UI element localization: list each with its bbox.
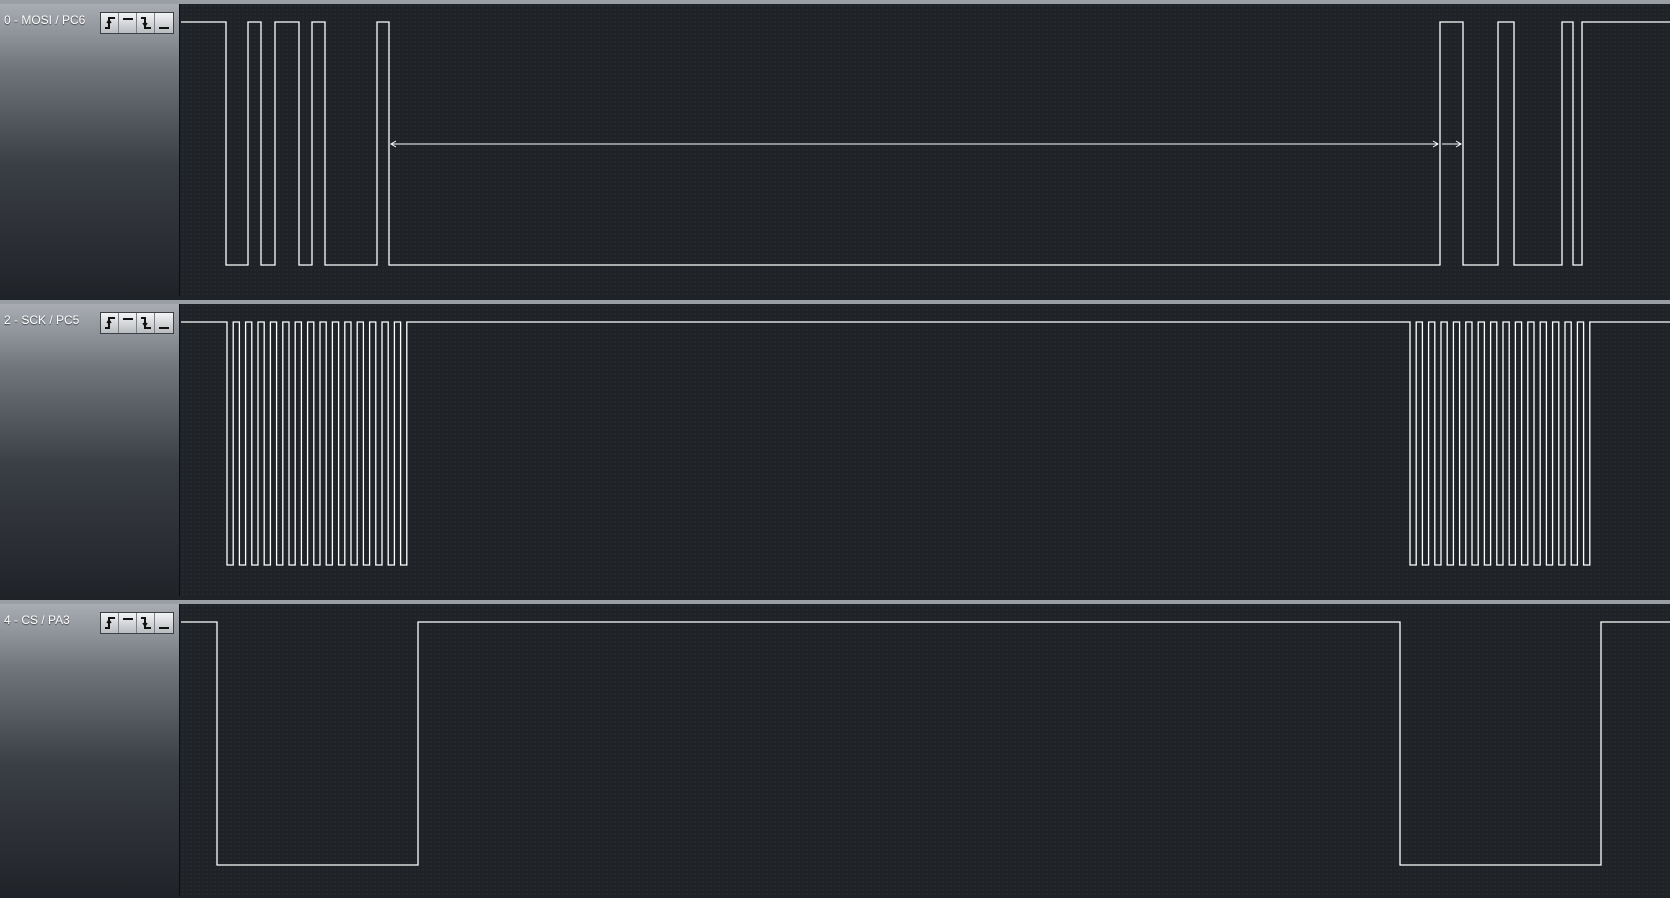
falling-edge-icon xyxy=(140,17,151,29)
waveform-area-mosi[interactable] xyxy=(181,4,1670,296)
low-level-icon xyxy=(159,627,169,629)
channel-row: 4 - CS / PA3 xyxy=(0,600,1670,896)
high-level-icon xyxy=(122,18,133,20)
low-level-icon xyxy=(159,27,169,29)
signal-trace xyxy=(181,321,1670,566)
falling-edge-trigger-button[interactable] xyxy=(137,313,155,333)
waveform-area-cs[interactable] xyxy=(181,604,1670,896)
low-level-trigger-button[interactable] xyxy=(155,313,173,333)
falling-edge-icon xyxy=(140,317,151,329)
signal-trace xyxy=(181,21,1670,266)
cs-waveform xyxy=(181,621,1670,866)
period-marker xyxy=(1442,140,1462,148)
high-level-trigger-button[interactable] xyxy=(119,313,137,333)
rising-edge-icon xyxy=(104,317,115,329)
low-level-icon xyxy=(159,327,169,329)
high-level-trigger-button[interactable] xyxy=(119,613,137,633)
signal-trace xyxy=(181,621,1670,866)
sck-waveform xyxy=(181,321,1670,566)
rising-edge-trigger-button[interactable] xyxy=(101,313,119,333)
channel-label: 4 - CS / PA3 xyxy=(4,613,70,627)
falling-edge-trigger-button[interactable] xyxy=(137,613,155,633)
rising-edge-trigger-button[interactable] xyxy=(101,13,119,33)
falling-edge-icon xyxy=(140,617,151,629)
channel-label: 0 - MOSI / PC6 xyxy=(4,13,86,27)
trigger-button-group xyxy=(100,612,174,634)
rising-edge-trigger-button[interactable] xyxy=(101,613,119,633)
channel-label: 2 - SCK / PC5 xyxy=(4,313,80,327)
high-level-trigger-button[interactable] xyxy=(119,13,137,33)
low-level-trigger-button[interactable] xyxy=(155,13,173,33)
rising-edge-icon xyxy=(104,617,115,629)
low-level-trigger-button[interactable] xyxy=(155,613,173,633)
channel-label-panel[interactable]: 4 - CS / PA3 xyxy=(0,604,180,896)
trigger-button-group xyxy=(100,12,174,34)
channel-label-panel[interactable]: 2 - SCK / PC5 xyxy=(0,304,180,596)
waveform-area-sck[interactable] xyxy=(181,304,1670,596)
channel-label-panel[interactable]: 0 - MOSI / PC6 xyxy=(0,4,180,296)
channel-row: 0 - MOSI / PC6 xyxy=(0,0,1670,296)
rising-edge-icon xyxy=(104,17,115,29)
trigger-button-group xyxy=(100,312,174,334)
pulse-width-marker xyxy=(390,140,1439,148)
channel-row: 2 - SCK / PC5 xyxy=(0,300,1670,596)
high-level-icon xyxy=(122,318,133,320)
falling-edge-trigger-button[interactable] xyxy=(137,13,155,33)
high-level-icon xyxy=(122,618,133,620)
mosi-waveform xyxy=(181,21,1670,266)
